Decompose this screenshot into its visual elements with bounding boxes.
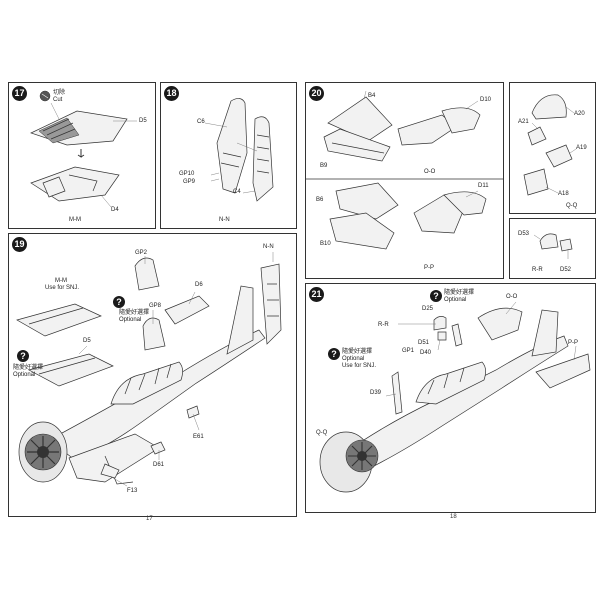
label-d40: D40 bbox=[420, 350, 432, 356]
view-oo: O-O bbox=[424, 169, 436, 175]
step-19-number: 19 bbox=[12, 237, 27, 252]
page-17: 17 切除 Cut D5 D4 M-M 18 bbox=[8, 82, 297, 522]
step-21-number: 21 bbox=[309, 287, 324, 302]
view-qq: Q-Q bbox=[316, 430, 328, 436]
label-d39: D39 bbox=[370, 390, 382, 396]
label-d11: D11 bbox=[478, 183, 489, 189]
step-17-drawing bbox=[30, 90, 137, 208]
label-cut-en: Cut bbox=[53, 97, 63, 103]
optional-icon: ? bbox=[430, 290, 442, 302]
label-d61: D61 bbox=[153, 462, 165, 468]
label-c4: C4 bbox=[233, 189, 241, 195]
label-b10: B10 bbox=[320, 241, 331, 247]
view-mm: M-M bbox=[55, 278, 67, 284]
step-20-drawing bbox=[306, 90, 503, 250]
label-f13: F13 bbox=[127, 488, 138, 494]
step-20-panel: 20 B4 D10 B9 O-O B6 D11 B10 P-P bbox=[305, 82, 504, 279]
label-gp10: GP10 bbox=[179, 171, 195, 177]
step-18-drawing bbox=[204, 98, 274, 202]
label-cut-cn: 切除 bbox=[53, 90, 66, 96]
label-a21: A21 bbox=[518, 119, 529, 125]
step-19-drawing bbox=[16, 252, 282, 487]
step-17-panel: 17 切除 Cut D5 D4 M-M bbox=[8, 82, 156, 229]
label-d10: D10 bbox=[480, 97, 492, 103]
label-c6: C6 bbox=[197, 119, 205, 125]
label-gp9: GP9 bbox=[183, 179, 196, 185]
label-d25: D25 bbox=[422, 306, 434, 312]
snj-note: Use for SNJ. bbox=[342, 363, 377, 369]
step-18-number: 18 bbox=[164, 86, 179, 101]
step-18-panel: 18 C6 GP10 GP9 C4 N-N bbox=[160, 82, 297, 229]
canopy-parts-drawing bbox=[523, 94, 577, 196]
label-d52: D52 bbox=[560, 267, 572, 273]
label-b4: B4 bbox=[368, 93, 376, 99]
optional-en: Optional bbox=[444, 297, 467, 303]
snj-note: Use for SNJ. bbox=[45, 285, 80, 291]
label-gp8: GP8 bbox=[149, 303, 162, 309]
step-21-drawing bbox=[319, 301, 591, 493]
optional-cn: 隨愛好選擇 bbox=[13, 365, 44, 371]
label-a18: A18 bbox=[558, 191, 569, 197]
optional-icon: ? bbox=[328, 348, 340, 360]
view-label: M-M bbox=[69, 217, 81, 223]
rr-parts-drawing bbox=[533, 233, 573, 259]
view-nn: N-N bbox=[263, 244, 274, 250]
optional-cn: 隨愛好選擇 bbox=[119, 310, 150, 316]
optional-icon: ? bbox=[17, 350, 29, 362]
label-d53: D53 bbox=[518, 231, 530, 237]
page-18: 20 B4 D10 B9 O-O B6 D11 B10 P-P bbox=[300, 0, 600, 600]
label-d5: D5 bbox=[139, 118, 147, 124]
view-qq: Q-Q bbox=[566, 203, 578, 209]
view-pp: P-P bbox=[568, 340, 579, 346]
label-e61: E61 bbox=[193, 434, 204, 440]
label-gp2: GP2 bbox=[135, 250, 148, 256]
optional-icon: ? bbox=[113, 296, 125, 308]
view-rr: R-R bbox=[532, 267, 543, 273]
step-20-number: 20 bbox=[309, 86, 324, 101]
view-pp: P-P bbox=[424, 265, 435, 271]
label-d5: D5 bbox=[83, 338, 91, 344]
rr-parts-panel: D53 R-R D52 bbox=[509, 218, 596, 279]
label-a19: A19 bbox=[576, 145, 587, 151]
optional-cn: 隨愛好選擇 bbox=[342, 349, 373, 355]
label-a20: A20 bbox=[574, 111, 585, 117]
view-label: N-N bbox=[219, 217, 230, 223]
label-d4: D4 bbox=[111, 207, 119, 213]
page-number: 18 bbox=[450, 514, 457, 520]
label-d51: D51 bbox=[418, 340, 430, 346]
view-oo: O-O bbox=[506, 294, 518, 300]
step-17-number: 17 bbox=[12, 86, 27, 101]
label-b6: B6 bbox=[316, 197, 324, 203]
optional-en: Optional bbox=[119, 317, 142, 323]
canopy-parts-panel: A20 A21 A19 A18 Q-Q bbox=[509, 82, 596, 214]
optional-en: Optional bbox=[13, 372, 36, 378]
label-d6: D6 bbox=[195, 282, 203, 288]
label-b9: B9 bbox=[320, 163, 328, 169]
optional-en: Optional bbox=[342, 356, 365, 362]
view-rr: R-R bbox=[378, 322, 389, 328]
optional-cn: 隨愛好選擇 bbox=[444, 290, 475, 296]
label-gp1: GP1 bbox=[402, 348, 415, 354]
step-21-panel: 21 bbox=[305, 283, 596, 513]
step-19-panel: 19 bbox=[8, 233, 297, 517]
page-number: 17 bbox=[146, 516, 153, 522]
